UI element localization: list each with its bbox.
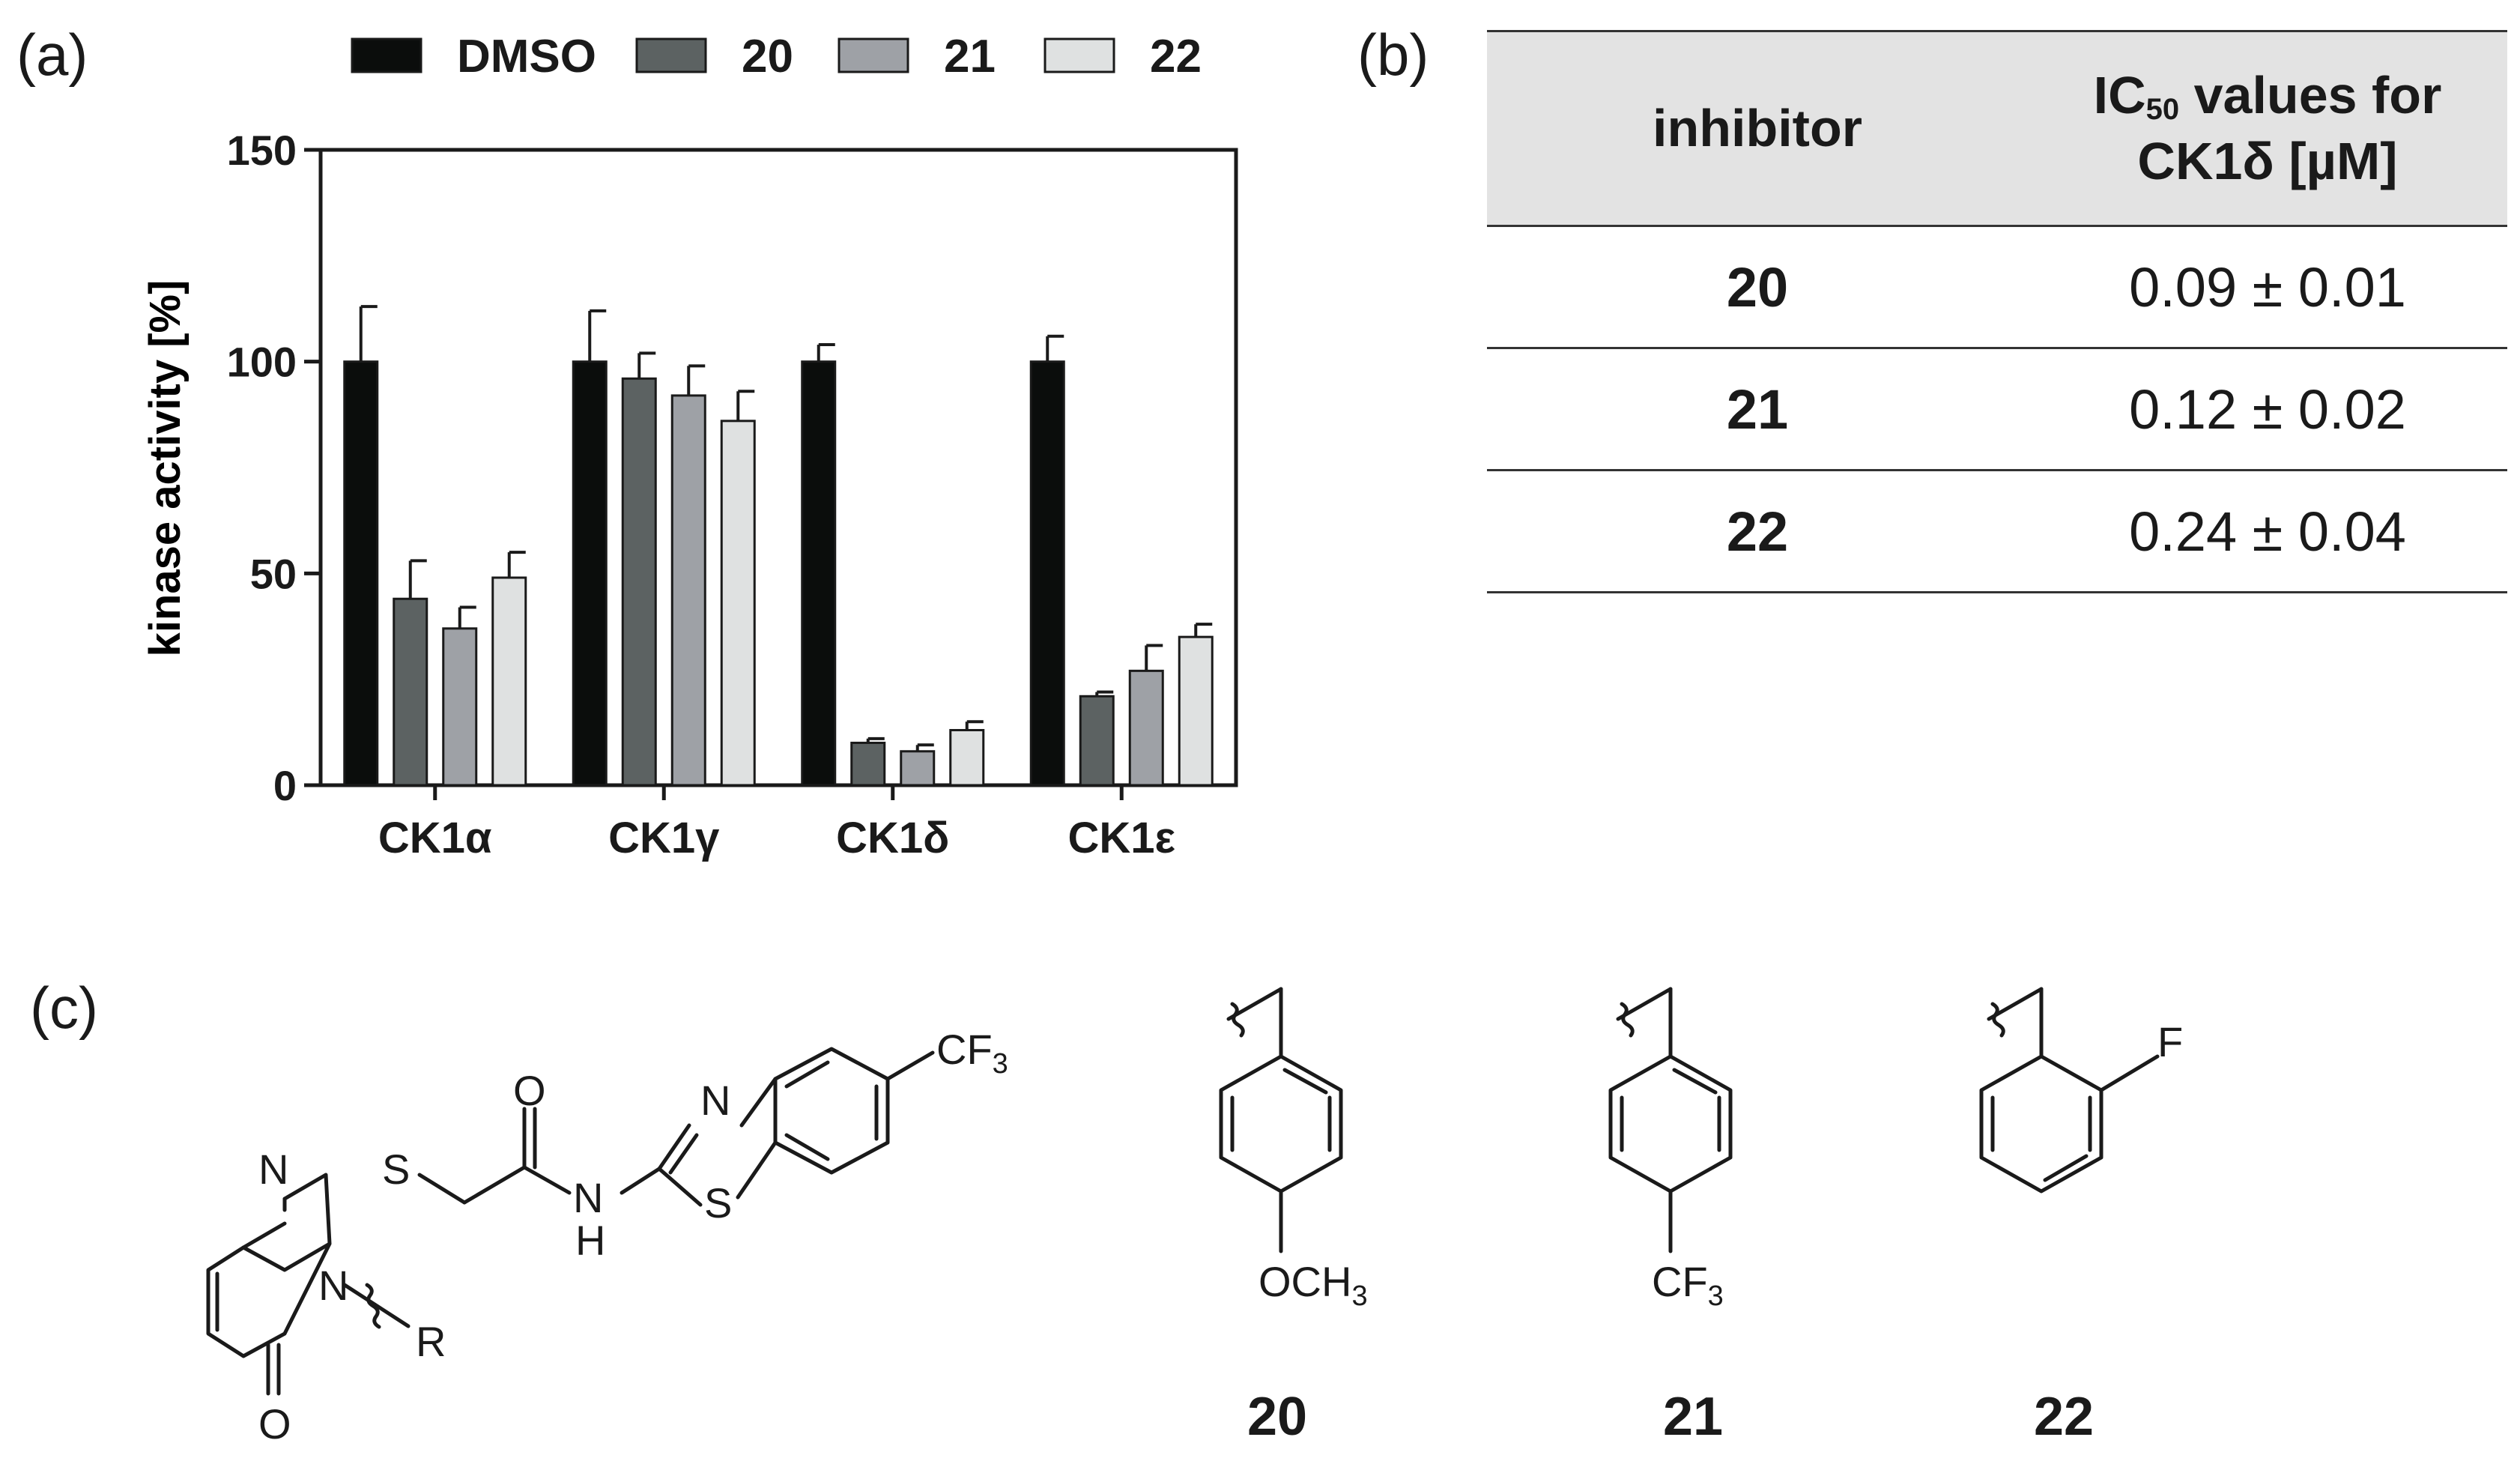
atom-cf3: CF3: [936, 1026, 1008, 1080]
x-tick-label: CK1α: [378, 814, 492, 862]
compound-label-22: 22: [2034, 1387, 2094, 1447]
header-values-for: values for: [2179, 66, 2442, 124]
legend-label: DMSO: [457, 31, 596, 82]
table-row: 20 0.09 ± 0.01: [1487, 226, 2507, 349]
substituent-21-group: CF3: [1652, 1258, 1724, 1312]
legend-swatch: [351, 37, 422, 73]
bar: [1128, 669, 1164, 787]
ic50-cell: 0.09 ± 0.01: [2028, 226, 2507, 349]
ic50-cell: 0.12 ± 0.02: [2028, 348, 2507, 471]
chemical-structures: N N O S O N H N S CF3 R OCH3 CF3 F 20 21…: [206, 987, 2183, 1448]
header-ic-text: IC: [2093, 66, 2146, 124]
x-tick-label: CK1γ: [608, 814, 720, 862]
inhibitor-cell: 21: [1487, 348, 2028, 471]
ic50-cell: 0.24 ± 0.04: [2028, 470, 2507, 593]
bar: [1178, 635, 1214, 787]
table-header-row: inhibitor IC50 values for CK1δ [µM]: [1487, 30, 2507, 227]
bar: [850, 741, 886, 787]
bar: [572, 360, 608, 787]
legend-swatch: [635, 37, 707, 73]
legend-label: 20: [742, 31, 793, 82]
atom-n1: N: [258, 1146, 288, 1193]
x-tick-label: CK1ε: [1067, 814, 1175, 862]
header-ck1d-unit: CK1δ [µM]: [2137, 131, 2398, 190]
bar: [720, 420, 756, 787]
table-row: 21 0.12 ± 0.02: [1487, 348, 2507, 471]
atom-bt-n: N: [700, 1077, 730, 1124]
substituent-22-bonds: [1979, 987, 2160, 1194]
header-ic50: IC50 values for CK1δ [µM]: [2028, 30, 2507, 227]
core-scaffold-bonds: [206, 1047, 935, 1396]
y-tick-label: 0: [273, 762, 297, 809]
bar: [1079, 695, 1115, 787]
substituent-20-bonds: [1219, 987, 1343, 1253]
atom-bt-s: S: [704, 1179, 732, 1226]
y-tick-label: 50: [250, 550, 297, 597]
header-ic-subscript: 50: [2145, 93, 2180, 126]
bar: [670, 394, 706, 787]
bar: [491, 576, 527, 787]
panel-label-c: (c): [30, 975, 98, 1041]
atom-r: R: [416, 1318, 446, 1365]
chart-legend: DMSO 20 21 22: [351, 31, 1202, 82]
atom-o-amide: O: [513, 1067, 546, 1114]
substituent-20-group: OCH3: [1259, 1258, 1368, 1312]
legend-swatch: [838, 37, 909, 73]
y-axis-label: kinase activity [%]: [141, 280, 190, 657]
substituent-22-group: F: [2157, 1018, 2183, 1065]
panel-label-b: (b): [1357, 22, 1429, 88]
y-tick-label: 100: [227, 339, 297, 386]
x-tick-label: CK1δ: [836, 814, 949, 862]
bar: [801, 360, 837, 787]
legend-label: 22: [1150, 31, 1202, 82]
bar: [393, 597, 428, 787]
atom-n3: N: [318, 1262, 348, 1309]
bar: [621, 377, 657, 787]
bar: [900, 750, 936, 787]
plot-frame: [318, 148, 1238, 787]
atom-nh-n: N: [573, 1174, 603, 1221]
bar: [1029, 360, 1065, 787]
bar: [442, 627, 478, 787]
atom-o-ring: O: [258, 1400, 291, 1448]
substituent-21-bonds: [1608, 987, 1733, 1253]
atom-nh-h: H: [575, 1217, 605, 1264]
bar: [949, 729, 985, 787]
compound-label-21: 21: [1663, 1387, 1723, 1447]
chart-bars: [343, 305, 1214, 787]
inhibitor-cell: 20: [1487, 226, 2028, 349]
panel-label-a: (a): [16, 22, 88, 88]
legend-swatch: [1044, 37, 1115, 73]
ic50-table: inhibitor IC50 values for CK1δ [µM] 20 0…: [1487, 30, 2507, 593]
header-inhibitor: inhibitor: [1487, 30, 2028, 227]
y-tick-label: 150: [227, 127, 297, 174]
legend-label: 21: [944, 31, 996, 82]
inhibitor-cell: 22: [1487, 470, 2028, 593]
atom-s: S: [382, 1146, 410, 1193]
bar: [343, 360, 379, 787]
table-row: 22 0.24 ± 0.04: [1487, 470, 2507, 593]
compound-label-20: 20: [1247, 1387, 1307, 1447]
